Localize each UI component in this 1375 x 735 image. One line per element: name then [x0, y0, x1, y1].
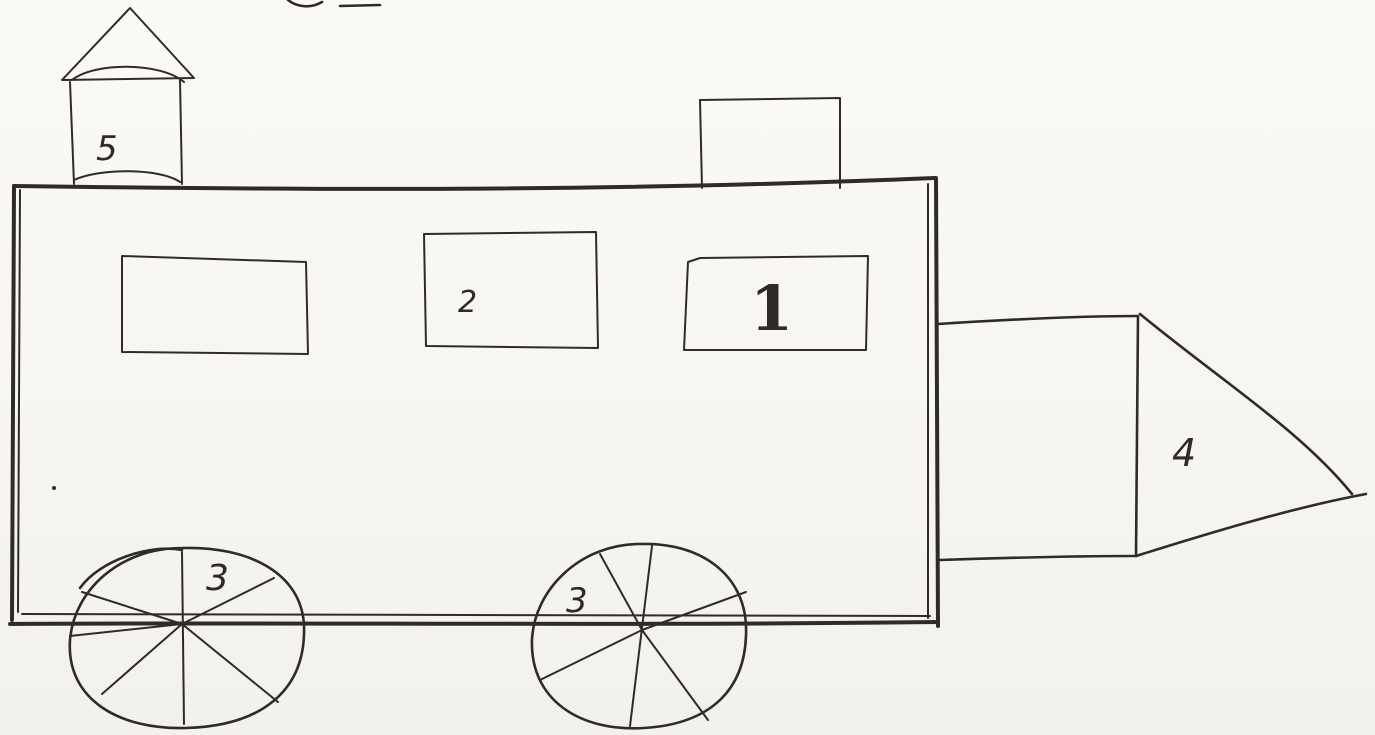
label-window-middle: 2	[458, 285, 477, 320]
chimney	[61, 7, 195, 185]
body-top-edge	[12, 176, 937, 191]
chimney-right-side	[179, 79, 183, 185]
body-dot	[52, 486, 56, 490]
front-cone	[1134, 312, 1368, 558]
label-wheel-left: 3	[206, 558, 229, 599]
window-left	[121, 255, 309, 355]
train-body	[8, 176, 940, 628]
label-chimney: 5	[96, 129, 118, 169]
front-connector	[936, 314, 1140, 562]
body-bottom-edge	[8, 620, 940, 626]
window-middle	[423, 231, 599, 349]
roof-box	[699, 97, 841, 189]
label-wheel-right: 3	[566, 581, 588, 621]
label-front-cone: 4	[1172, 431, 1196, 475]
chimney-bottom-arc	[73, 170, 181, 183]
chimney-cap-arc	[71, 65, 185, 83]
chimney-roof	[61, 7, 195, 81]
wheel-left	[68, 546, 306, 730]
body-right-edge	[934, 176, 940, 628]
label-window-right: 1	[750, 272, 793, 345]
body-left-edge	[10, 184, 16, 622]
window-right	[683, 255, 869, 351]
top-scribble	[286, 0, 382, 8]
wheel-right	[530, 542, 748, 730]
chimney-left-side	[69, 81, 75, 185]
